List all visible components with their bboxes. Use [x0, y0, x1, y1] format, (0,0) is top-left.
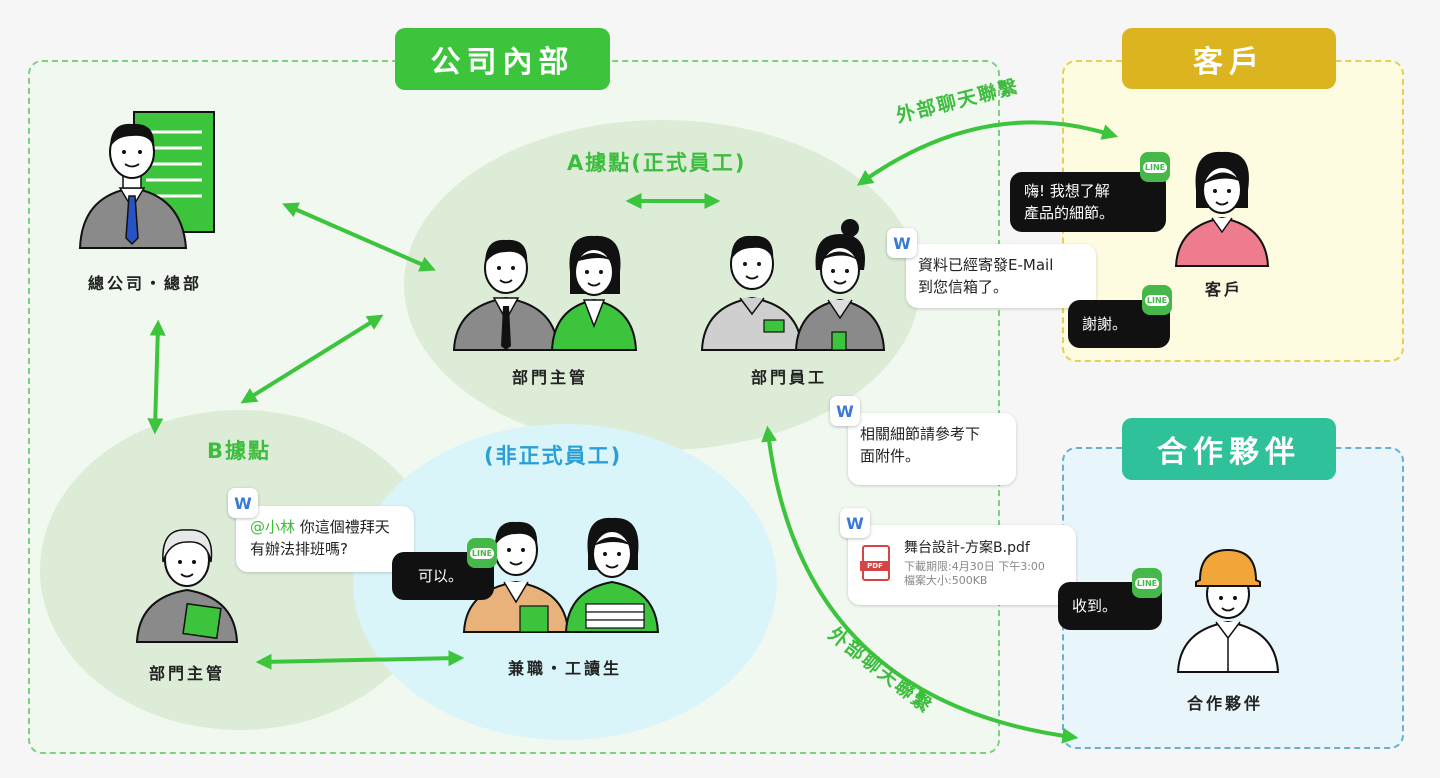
b-site-label: B據點 — [207, 439, 272, 463]
hq-caption: 總公司・總部 — [88, 274, 203, 293]
attachment-card[interactable]: PDF 舞台設計-方案B.pdf 下載期限:4月30日 下午3:00 檔案大小:… — [848, 525, 1076, 605]
hq-illustration — [78, 111, 215, 249]
pdf-file-icon: PDF — [860, 545, 890, 581]
arrow-hq-a — [282, 202, 436, 272]
chat-customer-question: 嗨! 我想了解 產品的細節。 — [1010, 172, 1166, 232]
arrow-b-a — [240, 314, 384, 404]
arrow-staff-customer — [856, 120, 1119, 186]
line-icon-label: LINE — [1134, 577, 1160, 589]
a-site-label: A據點(正式員工) — [567, 151, 747, 175]
partner-caption: 合作夥伴 — [1187, 694, 1264, 713]
attachment-deadline: 下載期限:4月30日 下午3:00 — [904, 560, 1045, 573]
line-icon-label: LINE — [1142, 161, 1168, 173]
chat-b-question-text: 你這個禮拜天 有辦法排班嗎? — [250, 518, 390, 558]
a-staff-caption: 部門員工 — [751, 368, 828, 387]
b-manager-illustration — [135, 529, 239, 643]
customer-caption: 客戶 — [1205, 280, 1244, 299]
pdf-icon-label: PDF — [860, 561, 890, 571]
chat-mention: @小林 — [250, 518, 296, 536]
line-app-icon: LINE — [1140, 152, 1170, 182]
hard-hat-icon — [1195, 548, 1261, 587]
a-staff-illustration — [700, 219, 886, 351]
arrow-b-parttime — [255, 650, 465, 670]
a-site-ellipse — [404, 120, 920, 450]
w-app-icon: W — [840, 508, 870, 538]
line-icon-label: LINE — [1144, 294, 1170, 306]
b-manager-caption: 部門主管 — [149, 664, 226, 683]
chat-b-question: @小林 你這個禮拜天 有辦法排班嗎? — [236, 506, 414, 572]
partner-badge: 合作夥伴 — [1122, 418, 1336, 480]
line-app-icon: LINE — [1132, 568, 1162, 598]
b-site-ellipse — [40, 410, 440, 730]
arrow-hq-b — [147, 319, 166, 435]
part-time-caption: 兼職・工讀生 — [508, 659, 623, 678]
line-app-icon: LINE — [467, 538, 497, 568]
w-app-icon: W — [228, 488, 258, 518]
partner-illustration — [1176, 548, 1280, 673]
a-manager-caption: 部門主管 — [512, 368, 589, 387]
w-app-icon: W — [887, 228, 917, 258]
line-app-icon: LINE — [1142, 285, 1172, 315]
chat-staff-reply: 資料已經寄發E-Mail 到您信箱了。 — [906, 244, 1096, 308]
attachment-size: 檔案大小:500KB — [904, 574, 988, 587]
w-app-icon: W — [830, 396, 860, 426]
customer-badge: 客戶 — [1122, 28, 1336, 89]
internal-badge: 公司內部 — [395, 28, 610, 90]
line-icon-label: LINE — [469, 547, 495, 559]
attachment-name: 舞台設計-方案B.pdf — [904, 540, 1030, 556]
chat-detail-message: 相關細節請參考下 面附件。 — [848, 413, 1016, 485]
a-managers-illustration — [452, 235, 638, 351]
informal-label: (非正式員工) — [484, 444, 623, 468]
arrow-staff-partner — [761, 425, 1079, 744]
customer-illustration — [1174, 151, 1270, 267]
